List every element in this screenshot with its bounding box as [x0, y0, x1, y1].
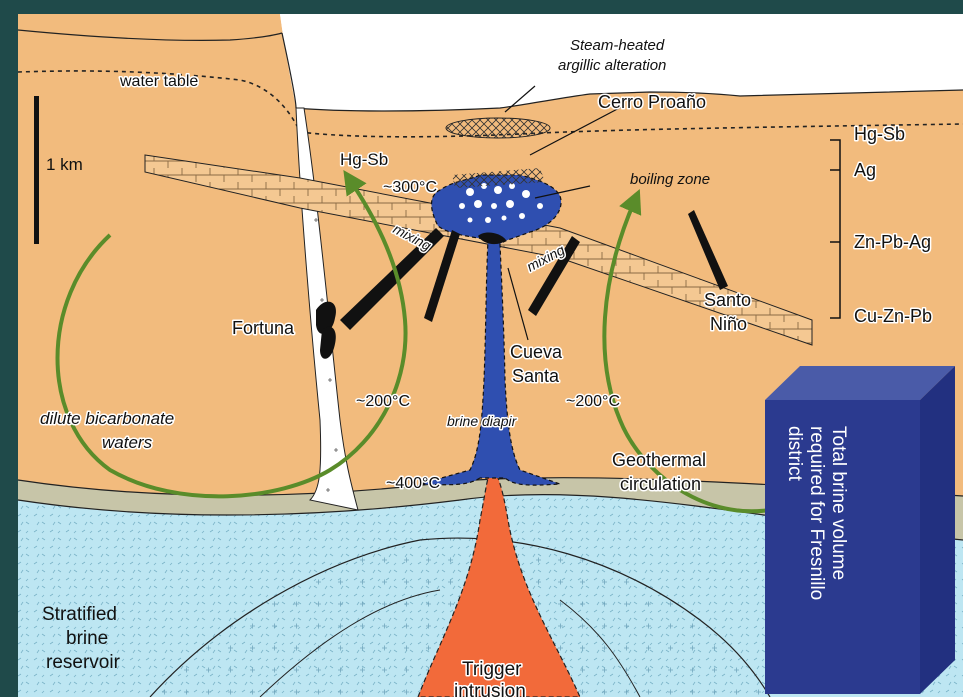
temp-300-label: ~300°C — [383, 179, 437, 196]
zoning-ag-label: Ag — [854, 160, 876, 180]
scale-bar — [34, 96, 39, 244]
zoning-cu-zn-pb-label: Cu-Zn-Pb — [854, 306, 932, 326]
fortuna-label: Fortuna — [232, 318, 295, 338]
reservoir-label: reservoir — [46, 652, 121, 673]
circulation-label: circulation — [620, 474, 701, 494]
cerro-proano-label: Cerro Proaño — [598, 92, 706, 112]
trigger-label: Trigger — [462, 659, 522, 680]
brine-box-line3: district — [784, 426, 805, 482]
hg-sb-center-label: Hg-Sb — [340, 150, 388, 169]
brine-label: brine — [66, 628, 108, 649]
nino-label: Niño — [710, 314, 747, 334]
temp-400-label: ~400°C — [386, 475, 440, 492]
brine-volume-box — [765, 366, 955, 694]
argillic-alteration-label: argillic alteration — [558, 57, 666, 74]
brine-box-line2: required for Fresnillo — [806, 426, 827, 600]
scale-label: 1 km — [46, 155, 83, 174]
steam-heated-lens — [446, 118, 550, 138]
santo-label: Santo — [704, 290, 751, 310]
boiling-zone-label: boiling zone — [630, 171, 710, 188]
brine-diapir-label: brine diapir — [447, 413, 518, 429]
water-table-label: water table — [119, 73, 198, 90]
zoning-hg-sb-label: Hg-Sb — [854, 124, 905, 144]
brine-box-line1: Total brine volume — [828, 426, 849, 580]
cueva-label: Cueva — [510, 342, 563, 362]
waters-label: waters — [102, 433, 153, 452]
stratified-label: Stratified — [42, 604, 117, 625]
temp-200-left-label: ~200°C — [356, 393, 410, 410]
geothermal-label: Geothermal — [612, 450, 706, 470]
intrusion-label: intrusion — [454, 681, 526, 697]
santa-label: Santa — [512, 366, 560, 386]
dilute-bicarbonate-label: dilute bicarbonate — [40, 409, 174, 428]
temp-200-right-label: ~200°C — [566, 393, 620, 410]
steam-heated-label: Steam-heated — [570, 37, 665, 54]
zoning-zn-pb-ag-label: Zn-Pb-Ag — [854, 232, 931, 252]
